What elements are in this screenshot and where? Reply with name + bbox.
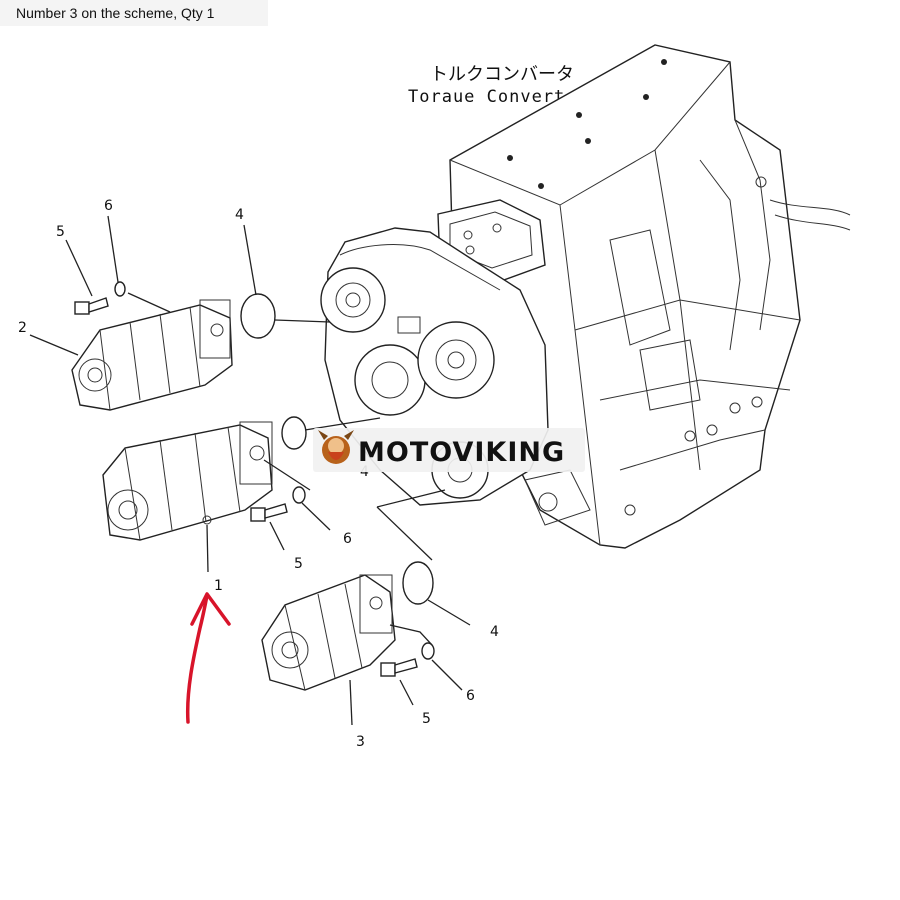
o-ring-middle (281, 416, 307, 450)
pump-1 (102, 421, 273, 541)
callout-4-lower: 4 (490, 624, 499, 640)
leader-lines (29, 215, 471, 726)
callout-1: 1 (214, 578, 223, 594)
o-ring-lower (402, 561, 434, 605)
callout-6-lower: 6 (466, 688, 475, 704)
bolt-washer-lower (380, 642, 435, 677)
callout-6-middle: 6 (343, 531, 352, 547)
pump-2 (71, 299, 233, 411)
title-english: Toraue Converter (408, 87, 588, 107)
caption: Number 3 on the scheme, Qty 1 (0, 0, 268, 26)
bolt-washer-upper (74, 281, 126, 315)
callout-6-upper: 6 (104, 198, 113, 214)
motoviking-watermark: MOTOVIKING (313, 428, 585, 472)
callout-5-upper: 5 (56, 224, 65, 240)
watermark-text: MOTOVIKING (358, 437, 565, 468)
callout-3: 3 (356, 734, 365, 750)
bolt-washer-middle (250, 486, 306, 522)
title-japanese: トルクコンバータ (430, 64, 574, 85)
callout-4-upper: 4 (235, 207, 244, 223)
pump-3 (261, 574, 396, 691)
highlight-arrow (185, 592, 231, 724)
o-ring-upper (240, 293, 276, 339)
callout-5-lower: 5 (422, 711, 431, 727)
callout-2: 2 (18, 320, 27, 336)
viking-mascot-icon (318, 430, 354, 464)
callout-5-middle: 5 (294, 556, 303, 572)
